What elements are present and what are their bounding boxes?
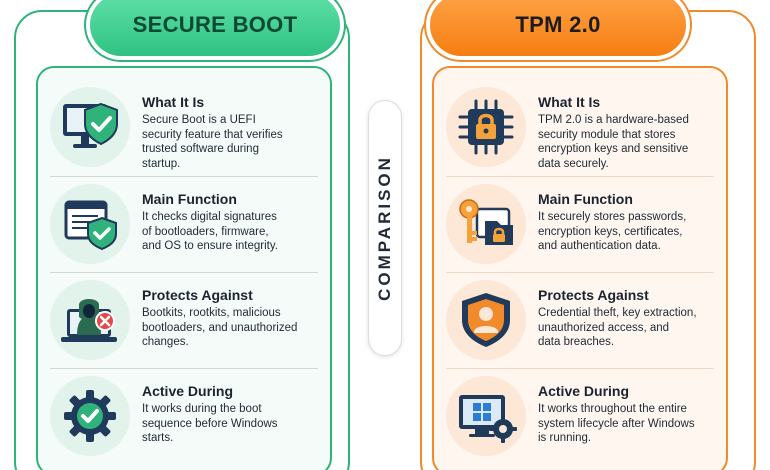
secure-boot-section-active: Active During It works during the boot s…: [50, 368, 318, 462]
section-title: Main Function: [538, 191, 633, 207]
section-description: Secure Boot is a UEFI security feature t…: [142, 114, 283, 170]
tpm-heading: TPM 2.0: [430, 0, 686, 56]
tpm-section-function: Main Function It securely stores passwor…: [446, 176, 714, 270]
secure-boot-section-what: What It Is Secure Boot is a UEFI securit…: [50, 80, 318, 174]
key-folder-icon: [446, 184, 526, 264]
secure-boot-heading: SECURE BOOT: [90, 0, 340, 56]
user-shield-icon: [446, 280, 526, 360]
secure-boot-panel: What It Is Secure Boot is a UEFI securit…: [36, 66, 332, 470]
tpm-section-protects: Protects Against Credential theft, key e…: [446, 272, 714, 366]
tpm-section-what: What It Is TPM 2.0 is a hardware-based s…: [446, 80, 714, 174]
section-description: It securely stores passwords, encryption…: [538, 211, 687, 252]
secure-boot-section-protects: Protects Against Bootkits, rootkits, mal…: [50, 272, 318, 366]
section-title: What It Is: [142, 94, 205, 110]
chip-lock-icon: [446, 87, 526, 167]
comparison-label: COMPARISON: [375, 155, 395, 301]
section-title: Protects Against: [142, 287, 253, 303]
section-description: TPM 2.0 is a hardware-based security mod…: [538, 114, 689, 170]
section-description: It works throughout the entire system li…: [538, 403, 695, 444]
section-title: Main Function: [142, 191, 237, 207]
tpm-section-active: Active During It works throughout the en…: [446, 368, 714, 462]
tpm-panel: What It Is TPM 2.0 is a hardware-based s…: [432, 66, 728, 470]
section-title: Active During: [142, 383, 234, 399]
section-description: It works during the boot sequence before…: [142, 403, 278, 444]
windows-gear-icon: [446, 376, 526, 456]
monitor-shield-icon: [50, 87, 130, 167]
section-title: Active During: [538, 383, 630, 399]
gear-check-icon: [50, 376, 130, 456]
section-title: Protects Against: [538, 287, 649, 303]
secure-boot-section-function: Main Function It checks digital signatur…: [50, 176, 318, 270]
section-description: Credential theft, key extraction, unauth…: [538, 307, 697, 348]
section-description: Bootkits, rootkits, malicious bootloader…: [142, 307, 298, 348]
hacker-laptop-icon: [50, 280, 130, 360]
section-description: It checks digital signatures of bootload…: [142, 211, 278, 252]
section-title: What It Is: [538, 94, 601, 110]
document-shield-icon: [50, 184, 130, 264]
comparison-divider: COMPARISON: [368, 100, 402, 356]
